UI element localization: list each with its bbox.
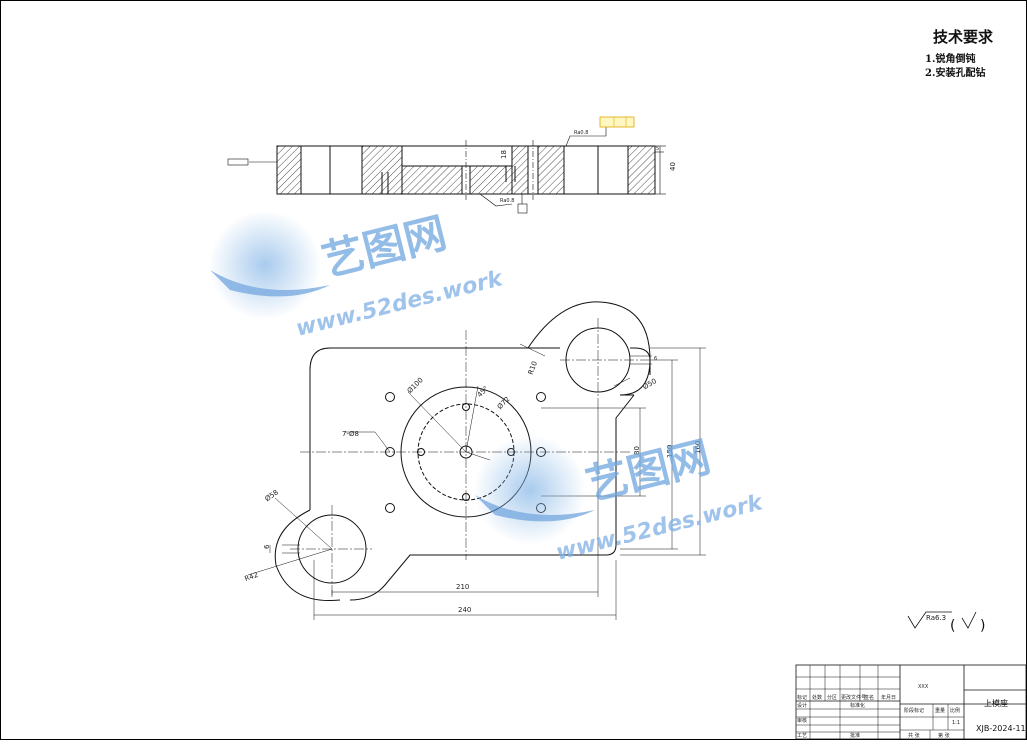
tb-label-change-doc: 更改文件号: [841, 694, 866, 701]
watermark-bottom: 艺图网 www.52des.work: [474, 432, 766, 566]
tb-label-sign: 签名: [864, 694, 874, 701]
tb-label-review: 审核: [797, 717, 807, 724]
hatch-left-wall: [276, 145, 302, 195]
surface-finish-symbol: [907, 611, 977, 629]
hatch-center-right: [469, 165, 513, 195]
surface-note-top: Ra0.8: [574, 130, 588, 136]
surface-finish-label: Ra6.3: [926, 614, 946, 622]
dim-160: 160: [694, 441, 702, 454]
dim-240: 240: [458, 606, 471, 614]
tb-label-mark: 标记: [797, 694, 807, 701]
hatch-right-block: [537, 145, 565, 195]
dim-80: 80: [633, 446, 641, 455]
tb-scale: 1:1: [952, 720, 960, 726]
tb-drawing-no: XJB-2024-11: [976, 724, 1026, 733]
technical-requirements: 技术要求 1.锐角倒钝 2.安装孔配钻: [925, 28, 994, 79]
lug-top-right: [527, 301, 651, 396]
surface-note-bottom: Ra0.8: [500, 198, 514, 204]
hole-note: 7-Ø8: [342, 430, 359, 438]
dim-18: 18: [500, 150, 508, 159]
dim-150: 150: [666, 445, 674, 458]
watermark-url-top: www.52des.work: [294, 266, 507, 342]
requirement-item-2: 2.安装孔配钻: [925, 66, 985, 79]
tb-label-count: 处数: [812, 694, 822, 701]
dim-210: 210: [456, 583, 469, 591]
dim-40: 40: [669, 162, 677, 171]
requirement-item-1: 1.锐角倒钝: [925, 52, 975, 65]
hatch-right-wall: [627, 145, 656, 195]
dim-5: 5: [656, 146, 659, 152]
tb-label-stage: 阶段标记: [904, 707, 924, 714]
dia-72-label: Ø72: [496, 395, 512, 411]
dim-6-right: 6: [654, 356, 657, 362]
paren-close: ): [980, 618, 985, 634]
tb-label-ratio: 比例: [950, 707, 960, 714]
r42-label: R42: [244, 571, 260, 583]
tb-label-process: 工艺: [797, 733, 807, 739]
watermark-brand-top: 艺图网: [317, 208, 451, 286]
requirements-title: 技术要求: [933, 28, 994, 46]
watermark-brand-bottom: 艺图网: [581, 432, 715, 510]
hatch-center-bottom: [401, 165, 463, 195]
dia-50-label: Ø50: [642, 377, 658, 391]
hatch-right-mid: [511, 145, 529, 195]
front-section-view: [227, 116, 666, 214]
tb-label-sheets: 共 张: [908, 732, 920, 739]
tb-label-design: 设计: [797, 702, 807, 709]
plan-view: [247, 301, 706, 620]
tb-label-zone: 分区: [827, 694, 837, 701]
lug-bottom-left: [274, 509, 341, 602]
watermark-top: 艺图网 www.52des.work: [209, 208, 506, 342]
paren-open: (: [950, 618, 955, 634]
dim-6-left: 6: [263, 544, 271, 549]
tb-label-weight: 重量: [935, 707, 945, 714]
tb-label-date: 年月日: [881, 694, 896, 701]
dia-58-label: Ø58: [264, 488, 280, 503]
r10-label: R10: [527, 360, 539, 376]
tb-part-name: 上模座: [984, 698, 1008, 708]
tb-company: XXX: [918, 684, 929, 690]
tb-label-sheet-no: 第 张: [938, 732, 950, 739]
left-tag: [227, 158, 249, 166]
tolerance-frame: [599, 116, 635, 128]
tb-label-approve: 批准: [850, 732, 860, 739]
datum-box: [517, 203, 528, 214]
title-block: [795, 664, 1027, 740]
watermark-url-bottom: www.52des.work: [554, 490, 767, 566]
dia-100-label: Ø100: [406, 376, 425, 395]
plate-outline: [309, 347, 651, 601]
tb-label-standard: 标准化: [850, 702, 865, 709]
